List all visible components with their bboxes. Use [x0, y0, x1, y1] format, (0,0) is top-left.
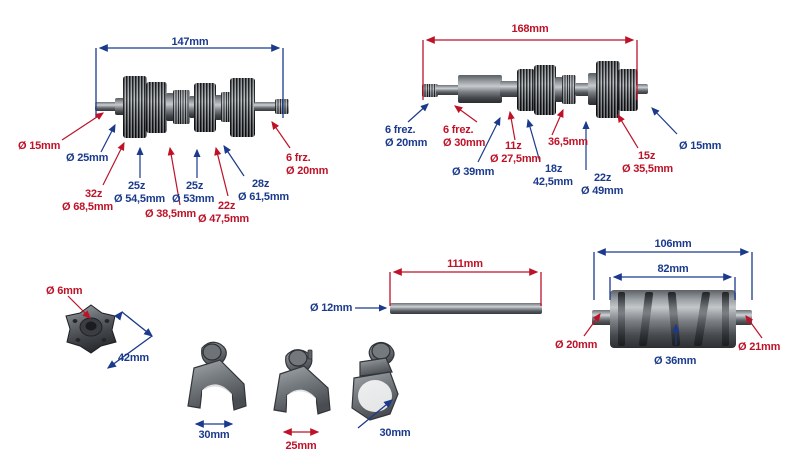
label-main-32z: 32z [85, 188, 103, 200]
label-main-6frz-dia: Ø 20mm [286, 165, 329, 177]
dim-drum-body: 82mm [657, 263, 689, 275]
label-main-25z-a: 25z [128, 180, 146, 192]
label-fork-left-width: 30mm [198, 429, 230, 441]
label-rod-d12: Ø 12mm [310, 302, 353, 314]
label-counter-22z-dia: Ø 49mm [581, 185, 624, 197]
label-counter-18z-dia: 42,5mm [533, 176, 573, 188]
dim-main-shaft-length: 147mm [171, 36, 209, 48]
label-main-25z-a-dia: Ø 54,5mm [114, 193, 165, 205]
label-counter-365: 36,5mm [548, 136, 588, 148]
shift-fork-left-photo [180, 338, 258, 429]
label-main-28z-dia: Ø 61,5mm [238, 191, 289, 203]
label-counter-6frez-b: 6 frez. [443, 124, 474, 136]
dim-drum-overall: 106mm [654, 238, 692, 250]
label-star-42: 42mm [118, 352, 149, 364]
label-fork-center-width: 25mm [285, 440, 317, 452]
shift-fork-guide-rod-photo [390, 303, 542, 314]
label-main-25z-b-dia: Ø 53mm [172, 193, 215, 205]
dim-counter-shaft-length: 168mm [511, 23, 549, 35]
label-fork-right-width: 30mm [379, 427, 411, 439]
label-star-d6: Ø 6mm [46, 285, 83, 297]
label-counter-18z: 18z [545, 163, 563, 175]
label-drum-d21: Ø 21mm [738, 341, 781, 353]
label-main-6frz: 6 frz. [286, 152, 311, 164]
label-drum-d20: Ø 20mm [555, 339, 598, 351]
label-main-d15: Ø 15mm [18, 140, 61, 152]
label-counter-15z: 15z [638, 150, 656, 162]
label-main-25z-b: 25z [186, 180, 204, 192]
label-counter-6frez-b-dia: Ø 30mm [443, 137, 486, 149]
label-counter-11z-dia: Ø 27,5mm [490, 153, 541, 165]
dim-rod-length: 111mm [447, 258, 483, 270]
label-counter-22z: 22z [594, 172, 612, 184]
label-main-32z-dia: Ø 68,5mm [62, 201, 113, 213]
label-drum-d36: Ø 36mm [654, 355, 697, 367]
counter-gear-shaft-photo [422, 55, 648, 133]
shift-drum-star-plate-photo [62, 302, 120, 356]
main-gear-shaft-photo [95, 60, 290, 155]
shift-fork-center-photo [268, 344, 340, 433]
star-plate-shape [65, 304, 117, 354]
label-main-d385: Ø 38,5mm [145, 208, 196, 220]
label-main-22z-dia: Ø 47,5mm [198, 213, 249, 225]
label-counter-d15: Ø 15mm [679, 140, 722, 152]
label-counter-6frez-a-dia: Ø 20mm [385, 137, 428, 149]
label-counter-d39: Ø 39mm [452, 166, 495, 178]
label-main-d25: Ø 25mm [66, 152, 109, 164]
shift-drum-photo [592, 288, 752, 350]
label-counter-15z-dia: Ø 35,5mm [622, 163, 673, 175]
label-main-22z: 22z [218, 200, 236, 212]
label-counter-6frez-a: 6 frez. [385, 124, 416, 136]
label-counter-11z: 11z [505, 140, 522, 152]
label-main-28z: 28z [252, 178, 270, 190]
shift-fork-right-photo [342, 338, 416, 431]
